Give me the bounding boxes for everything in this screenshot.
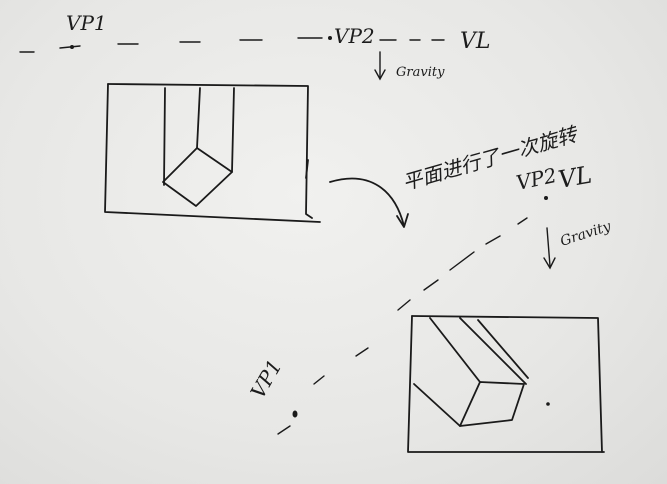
gravity-right-arrow-icon <box>543 227 556 270</box>
vp2-top-point <box>328 36 332 40</box>
top-left-v-groove <box>162 87 235 207</box>
vp2-top-label: VP2 <box>334 24 375 48</box>
tilted-vanishing-line <box>277 217 528 435</box>
bottom-right-prism <box>413 317 550 427</box>
gravity-right-label: Gravity <box>558 218 614 250</box>
vp1-top-label: VP1 <box>66 11 107 35</box>
rotation-arrow-icon <box>329 177 409 228</box>
bottom-right-frame <box>407 315 605 453</box>
vp2-right-point <box>544 196 548 200</box>
vl-right-label: VL <box>556 161 594 194</box>
vp1-bottom-point <box>292 410 298 418</box>
top-left-frame <box>104 83 321 223</box>
top-vanishing-line <box>19 37 445 53</box>
gravity-top-label: Gravity <box>396 65 445 80</box>
vp2-right-label: VP2 <box>514 163 559 195</box>
vl-top-label: VL <box>460 29 491 54</box>
vp1-top-point <box>70 45 74 49</box>
gravity-top-arrow-icon <box>374 51 386 81</box>
vp1-bottom-label: VP1 <box>246 355 287 402</box>
